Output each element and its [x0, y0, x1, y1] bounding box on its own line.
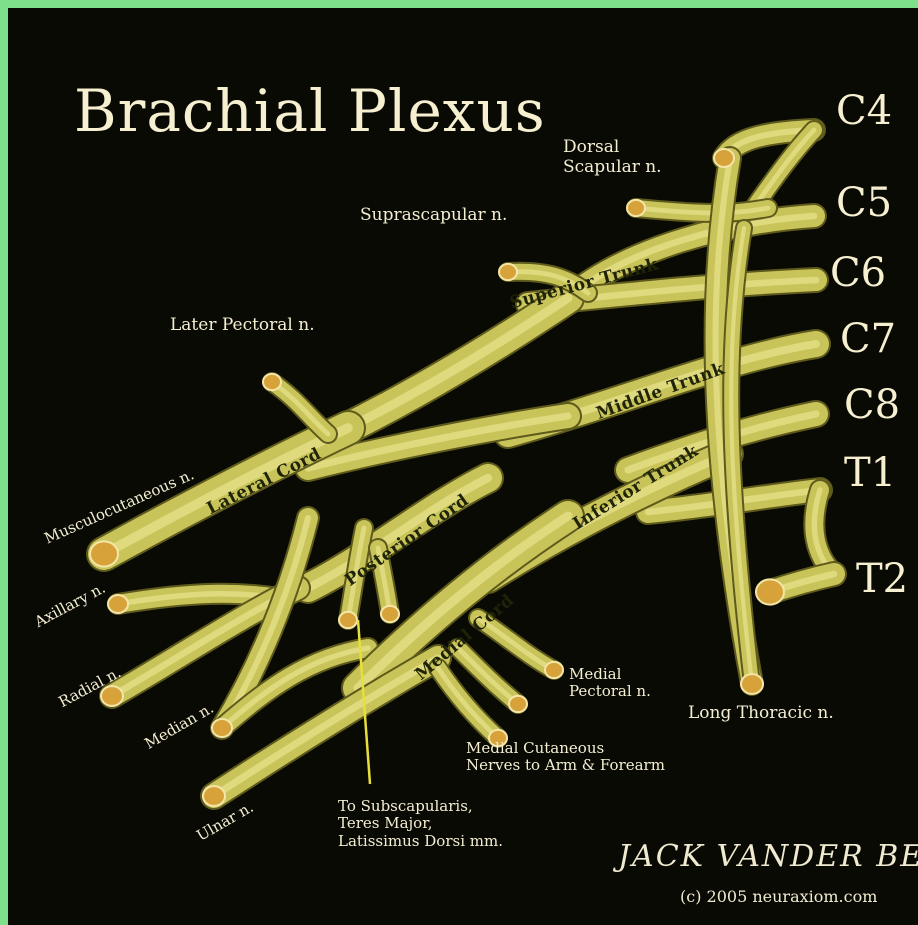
lateral-pectoral-cut-end	[263, 374, 281, 390]
axillary-cut-end	[108, 595, 128, 613]
median-cut-end	[212, 719, 232, 737]
diagram-title: Brachial Plexus	[74, 78, 546, 145]
c4-cut-end	[714, 149, 734, 167]
medial-pectoral-label: Medial Pectoral n.	[569, 666, 651, 701]
root-label-c8: C8	[844, 382, 900, 428]
copyright-notice: (c) 2005 neuraxiom.com	[680, 888, 877, 906]
root-label-t1: T1	[844, 450, 896, 496]
lateral-pectoral-nerve	[272, 382, 328, 434]
root-label-c7: C7	[840, 316, 896, 362]
nerve-illustration	[8, 8, 918, 925]
root-label-t2: T2	[856, 556, 908, 602]
posterior-a-cut-end	[339, 612, 357, 628]
root-label-c4: C4	[836, 88, 892, 134]
nerve-bundles	[104, 130, 834, 796]
artist-signature: JACK VANDER BEEK	[618, 840, 918, 875]
subscapular-nerves-label: To Subscapularis, Teres Major, Latissimu…	[338, 798, 503, 850]
suprascapular-cut-end	[499, 264, 517, 280]
t2-cut-end	[756, 579, 784, 604]
dorsal-scapular-cut-end	[627, 200, 645, 216]
lateral-pectoral-label: Later Pectoral n.	[170, 316, 315, 336]
diagram-canvas: Brachial Plexus C4 C5 C6 C7 C8 T1 T2 Sup…	[8, 8, 918, 925]
medial-pectoral-cut-end	[545, 662, 563, 678]
root-label-c6: C6	[830, 250, 886, 296]
posterior-b-cut-end	[381, 606, 399, 622]
medial-cutaneous-label: Medial Cutaneous Nerves to Arm & Forearm	[466, 740, 665, 775]
suprascapular-label: Suprascapular n.	[360, 206, 507, 226]
dorsal-scapular-nerve	[636, 208, 768, 213]
long-thoracic-label: Long Thoracic n.	[688, 704, 834, 724]
root-label-c5: C5	[836, 180, 892, 226]
ulnar-cut-end	[203, 786, 225, 806]
medial-cutaneous-b-cut-end	[509, 696, 527, 712]
dorsal-scapular-label: Dorsal Scapular n.	[563, 138, 662, 177]
long-thoracic-cut-end	[741, 674, 763, 694]
musculocutaneous-cut-end	[90, 541, 118, 566]
